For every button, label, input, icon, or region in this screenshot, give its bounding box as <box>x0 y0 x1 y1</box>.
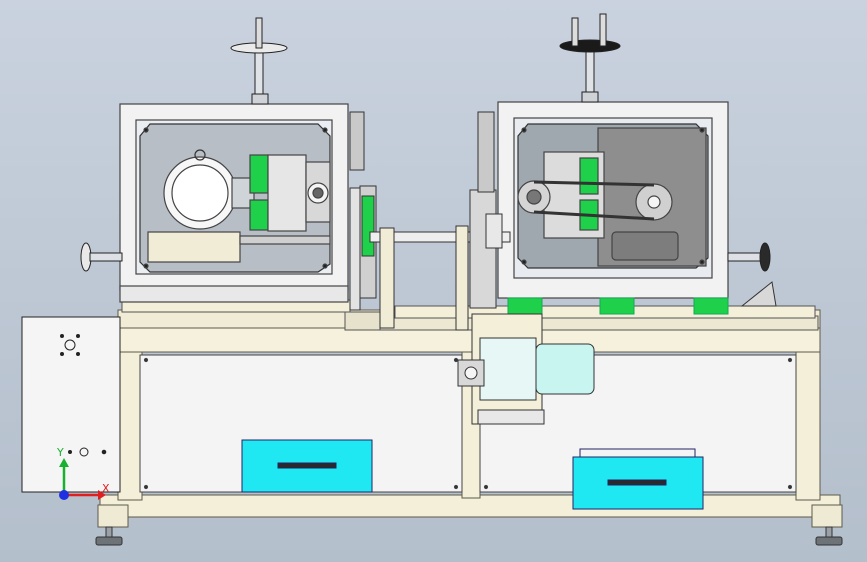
right-side-handwheel <box>727 242 771 272</box>
drawer-left <box>241 439 373 493</box>
right-bracket <box>740 281 777 307</box>
x-axis-label: X <box>102 482 110 495</box>
electrical-box <box>21 316 121 493</box>
center-drive <box>349 111 511 331</box>
left-enclosure <box>119 103 349 303</box>
coordinate-triad: X Y <box>56 446 110 500</box>
left-side-handwheel <box>80 242 123 272</box>
drive-motor <box>457 313 595 425</box>
right-enclosure <box>497 101 729 299</box>
green-mounts <box>507 297 729 315</box>
leveling-foot-left <box>95 526 123 546</box>
leveling-foot-right <box>815 526 843 546</box>
right-top-handwheel <box>559 13 621 103</box>
z-axis-dot <box>59 490 69 500</box>
y-axis-label: Y <box>56 446 64 459</box>
left-top-handwheel <box>230 17 288 105</box>
drawer-right <box>572 448 704 510</box>
